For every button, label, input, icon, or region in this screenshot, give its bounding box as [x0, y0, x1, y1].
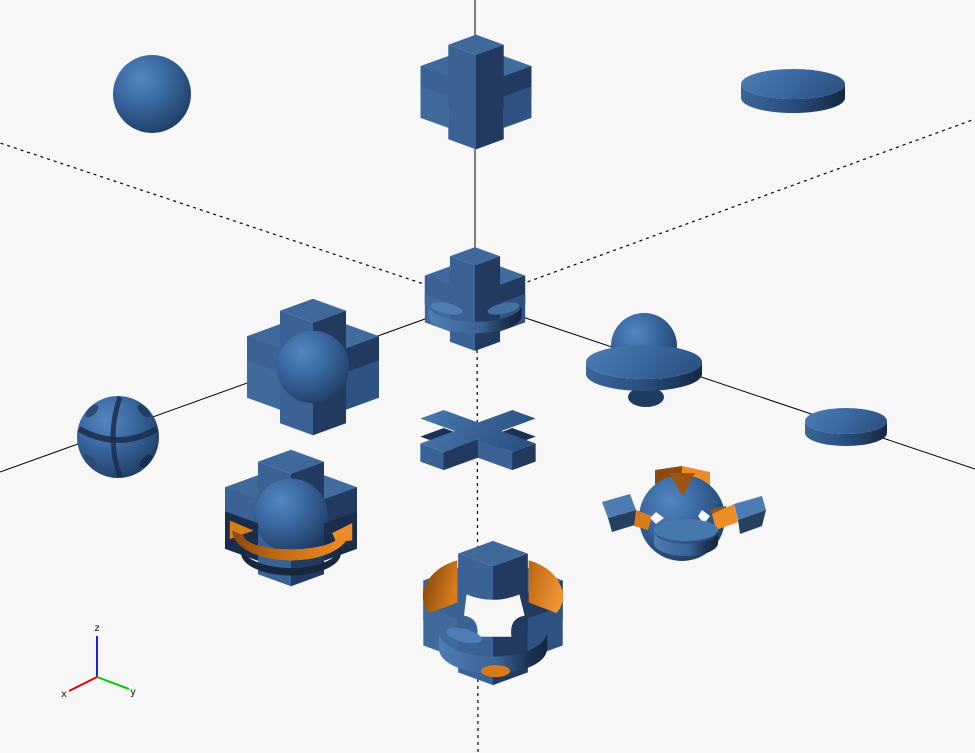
band-top-sliver	[430, 302, 463, 315]
axis-y-positive	[474, 300, 975, 470]
triad-z-label: z	[94, 623, 100, 634]
corner-notch	[83, 454, 97, 468]
wing-face	[602, 494, 636, 518]
object-cylinder-primitive	[741, 69, 845, 113]
cylinder-top	[805, 408, 887, 434]
object-difference-union-minus-cylinder	[225, 449, 357, 587]
object-difference-sphere-minus-cross	[602, 466, 766, 561]
triad-x-axis	[68, 676, 98, 692]
object-sphere-primitive	[113, 55, 191, 133]
cylinder-wall	[805, 421, 887, 446]
band-top-sliver	[445, 627, 482, 644]
object-intersection-cross-sphere	[77, 396, 159, 478]
cylinder-band	[438, 631, 548, 674]
see-through-gap	[650, 512, 664, 524]
band-top-sliver	[487, 302, 520, 315]
sphere-body	[113, 55, 191, 133]
corner-notch	[137, 404, 151, 418]
cut-notch	[669, 473, 695, 496]
cut-face	[634, 510, 652, 530]
cut-sphere-interior	[422, 560, 458, 613]
cut-face	[712, 504, 738, 530]
groove	[77, 426, 159, 443]
cut-sphere-interior	[528, 560, 564, 613]
object-intersection-cross-cylinder	[420, 410, 536, 471]
object-union-sphere-cylinder	[586, 313, 702, 407]
corner-notch	[85, 404, 99, 418]
wing-face	[734, 496, 766, 520]
hollow-shadow	[241, 545, 341, 576]
cylinder-band-top	[654, 519, 718, 541]
object-difference-cross-minus-sphere	[422, 540, 564, 686]
flat-cross-side	[512, 443, 536, 471]
wing-face	[608, 510, 638, 532]
axis-x-negative	[474, 118, 975, 302]
triad-y-axis	[96, 676, 130, 690]
orientation-triad: z x y	[61, 623, 136, 700]
flat-cross-top	[420, 410, 536, 452]
sphere-body	[276, 330, 350, 404]
cylinder-band	[428, 304, 522, 334]
cut-face	[481, 665, 511, 678]
cylinder-top	[586, 345, 702, 379]
cylinder-band	[654, 531, 718, 556]
see-through-hole	[463, 594, 525, 637]
flat-cross-side	[443, 439, 478, 471]
axis-z-negative	[476, 300, 479, 753]
object-union-cross-cylinder	[424, 247, 526, 351]
triad-y-label: y	[130, 687, 136, 698]
wing-face	[738, 510, 766, 534]
sphere-bottom-sliver	[628, 387, 664, 407]
see-through-gap	[698, 510, 710, 524]
triad-x-label: x	[61, 689, 67, 700]
sphere-body	[254, 478, 328, 553]
cylinder-wall	[586, 362, 702, 391]
corner-notch	[139, 454, 153, 468]
object-union-cross-sphere	[247, 298, 379, 436]
flat-cross-side	[420, 443, 444, 471]
cut-crescent	[232, 530, 350, 561]
flat-cross-side	[478, 439, 513, 471]
groove	[110, 396, 123, 478]
object-intersection-sphere-cylinder	[805, 408, 887, 446]
